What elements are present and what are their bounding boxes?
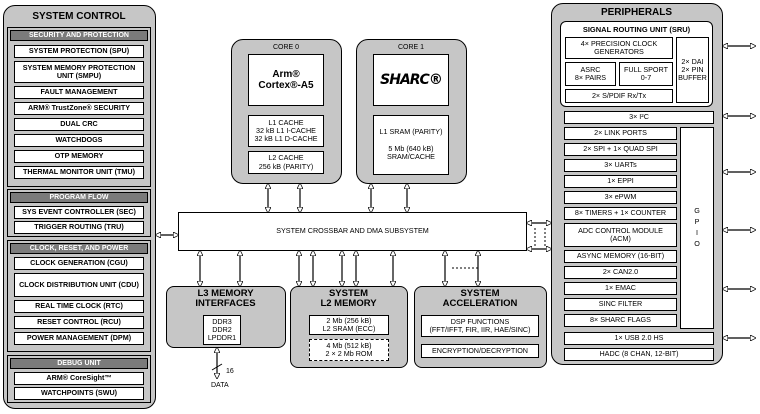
usb-box: 1× USB 2.0 HS bbox=[564, 332, 714, 345]
sharc-logo-text: SHARC® bbox=[380, 71, 443, 88]
sport-box: FULL SPORT 0-7 bbox=[619, 62, 673, 86]
l2-title: SYSTEM L2 MEMORY bbox=[320, 288, 377, 310]
program-flow-header: PROGRAM FLOW bbox=[10, 192, 148, 203]
trustzone-box: ARM® TrustZone® SECURITY bbox=[14, 102, 144, 115]
debug-header: DEBUG UNIT bbox=[10, 358, 148, 369]
system-acceleration-panel: SYSTEM ACCELERATION DSP FUNCTIONS (FFT/I… bbox=[414, 286, 547, 368]
l3-title: L3 MEMORY INTERFACES bbox=[195, 288, 256, 310]
system-control-title: SYSTEM CONTROL bbox=[32, 11, 126, 22]
accel-title: SYSTEM ACCELERATION bbox=[442, 288, 518, 310]
program-flow-group: PROGRAM FLOW SYS EVENT CONTROLLER (SEC) … bbox=[7, 189, 151, 237]
dai-box: 2× DAI 2× PIN BUFFER bbox=[676, 37, 709, 103]
gpio-bar: G P I O bbox=[680, 127, 714, 329]
security-header: SECURITY AND PROTECTION bbox=[10, 30, 148, 41]
smpu-box: SYSTEM MEMORY PROTECTION UNIT (SMPU) bbox=[14, 61, 144, 83]
eppi-box: 1× EPPI bbox=[564, 175, 677, 188]
dpm-box: POWER MANAGEMENT (DPM) bbox=[14, 332, 144, 345]
core0-l1-cache: L1 CACHE 32 kB L1 I-CACHE 32 kB L1 D-CAC… bbox=[248, 115, 324, 147]
core1-title: CORE 1 bbox=[397, 44, 425, 51]
epwm-box: 3× ePWM bbox=[564, 191, 677, 204]
l2-sram-box: 2 Mb (256 kB) L2 SRAM (ECC) bbox=[309, 315, 389, 335]
sru-title: SIGNAL ROUTING UNIT (SRU) bbox=[582, 25, 691, 34]
timers-box: 8× TIMERS + 1× COUNTER bbox=[564, 207, 677, 220]
dual-crc-box: DUAL CRC bbox=[14, 118, 144, 131]
core0-l2-cache: L2 CACHE 256 kB (PARITY) bbox=[248, 151, 324, 174]
rcu-box: RESET CONTROL (RCU) bbox=[14, 316, 144, 329]
otp-memory-box: OTP MEMORY bbox=[14, 150, 144, 163]
asrc-box: ASRC 8× PAIRS bbox=[565, 62, 616, 86]
spu-box: SYSTEM PROTECTION (SPU) bbox=[14, 45, 144, 58]
sharc-flags-box: 8× SHARC FLAGS bbox=[564, 314, 677, 327]
arm-logo-line1: Arm® bbox=[272, 68, 300, 80]
can-box: 2× CAN2.0 bbox=[564, 266, 677, 279]
coresight-box: ARM® CoreSight™ bbox=[14, 372, 144, 385]
i2c-box: 3× I²C bbox=[564, 111, 714, 124]
l3-memory-panel: L3 MEMORY INTERFACES DDR3 DDR2 LPDDR1 bbox=[166, 286, 286, 348]
system-control-panel: SYSTEM CONTROL SECURITY AND PROTECTION S… bbox=[3, 5, 156, 409]
peripherals-panel: PERIPHERALS SIGNAL ROUTING UNIT (SRU) 4×… bbox=[551, 3, 723, 365]
acm-box: ADC CONTROL MODULE (ACM) bbox=[564, 223, 677, 247]
sru-block: SIGNAL ROUTING UNIT (SRU) 4× PRECISION C… bbox=[560, 21, 713, 107]
emac-box: 1× EMAC bbox=[564, 282, 677, 295]
core1-panel: CORE 1 SHARC® L1 SRAM (PARITY) 5 Mb (640… bbox=[356, 39, 467, 184]
data-label: DATA bbox=[211, 382, 229, 389]
spi-box: 2× SPI + 1× QUAD SPI bbox=[564, 143, 677, 156]
swu-box: WATCHPOINTS (SWU) bbox=[14, 387, 144, 400]
encryption-box: ENCRYPTION/DECRYPTION bbox=[421, 344, 539, 358]
crossbar-bar: SYSTEM CROSSBAR AND DMA SUBSYSTEM bbox=[178, 212, 527, 251]
arm-cortex-a5-logo: Arm® Cortex®-A5 bbox=[248, 54, 324, 106]
cgu-box: CLOCK GENERATION (CGU) bbox=[14, 257, 144, 270]
watchdogs-box: WATCHDOGS bbox=[14, 134, 144, 147]
sharc-logo: SHARC® bbox=[373, 54, 449, 106]
link-ports-box: 2× LINK PORTS bbox=[564, 127, 677, 140]
core1-l1-sram: L1 SRAM (PARITY) 5 Mb (640 kB) SRAM/CACH… bbox=[373, 115, 449, 175]
core0-panel: CORE 0 Arm® Cortex®-A5 L1 CACHE 32 kB L1… bbox=[231, 39, 342, 184]
rtc-box: REAL TIME CLOCK (RTC) bbox=[14, 300, 144, 313]
sec-box: SYS EVENT CONTROLLER (SEC) bbox=[14, 206, 144, 219]
clock-reset-power-group: CLOCK, RESET, AND POWER CLOCK GENERATION… bbox=[7, 240, 151, 352]
hadc-box: HADC (8 CHAN, 12-BIT) bbox=[564, 348, 714, 361]
sinc-filter-box: SINC FILTER bbox=[564, 298, 677, 311]
l2-memory-panel: SYSTEM L2 MEMORY 2 Mb (256 kB) L2 SRAM (… bbox=[290, 286, 408, 368]
async-memory-box: ASYNC MEMORY (16-BIT) bbox=[564, 250, 677, 263]
peripherals-title: PERIPHERALS bbox=[600, 7, 673, 18]
spdif-box: 2× S/PDIF Rx/Tx bbox=[565, 89, 673, 103]
core0-title: CORE 0 bbox=[272, 44, 300, 51]
cdu-box: CLOCK DISTRIBUTION UNIT (CDU) bbox=[14, 273, 144, 297]
dsp-functions-box: DSP FUNCTIONS (FFT/IFFT, FIR, IIR, HAE/S… bbox=[421, 315, 539, 337]
tmu-box: THERMAL MONITOR UNIT (TMU) bbox=[14, 166, 144, 179]
uarts-box: 3× UARTs bbox=[564, 159, 677, 172]
arm-logo-line2: Cortex®-A5 bbox=[258, 80, 314, 91]
clock-header: CLOCK, RESET, AND POWER bbox=[10, 243, 148, 254]
fault-management-box: FAULT MANAGEMENT bbox=[14, 86, 144, 99]
ddr-box: DDR3 DDR2 LPDDR1 bbox=[203, 315, 241, 345]
tru-box: TRIGGER ROUTING (TRU) bbox=[14, 221, 144, 234]
security-group: SECURITY AND PROTECTION SYSTEM PROTECTIO… bbox=[7, 27, 151, 187]
data-bus-width: 16 bbox=[226, 368, 234, 375]
debug-group: DEBUG UNIT ARM® CoreSight™ WATCHPOINTS (… bbox=[7, 355, 151, 403]
pcg-box: 4× PRECISION CLOCK GENERATORS bbox=[565, 37, 673, 59]
l2-rom-box: 4 Mb (512 kB) 2 × 2 Mb ROM bbox=[309, 339, 389, 361]
